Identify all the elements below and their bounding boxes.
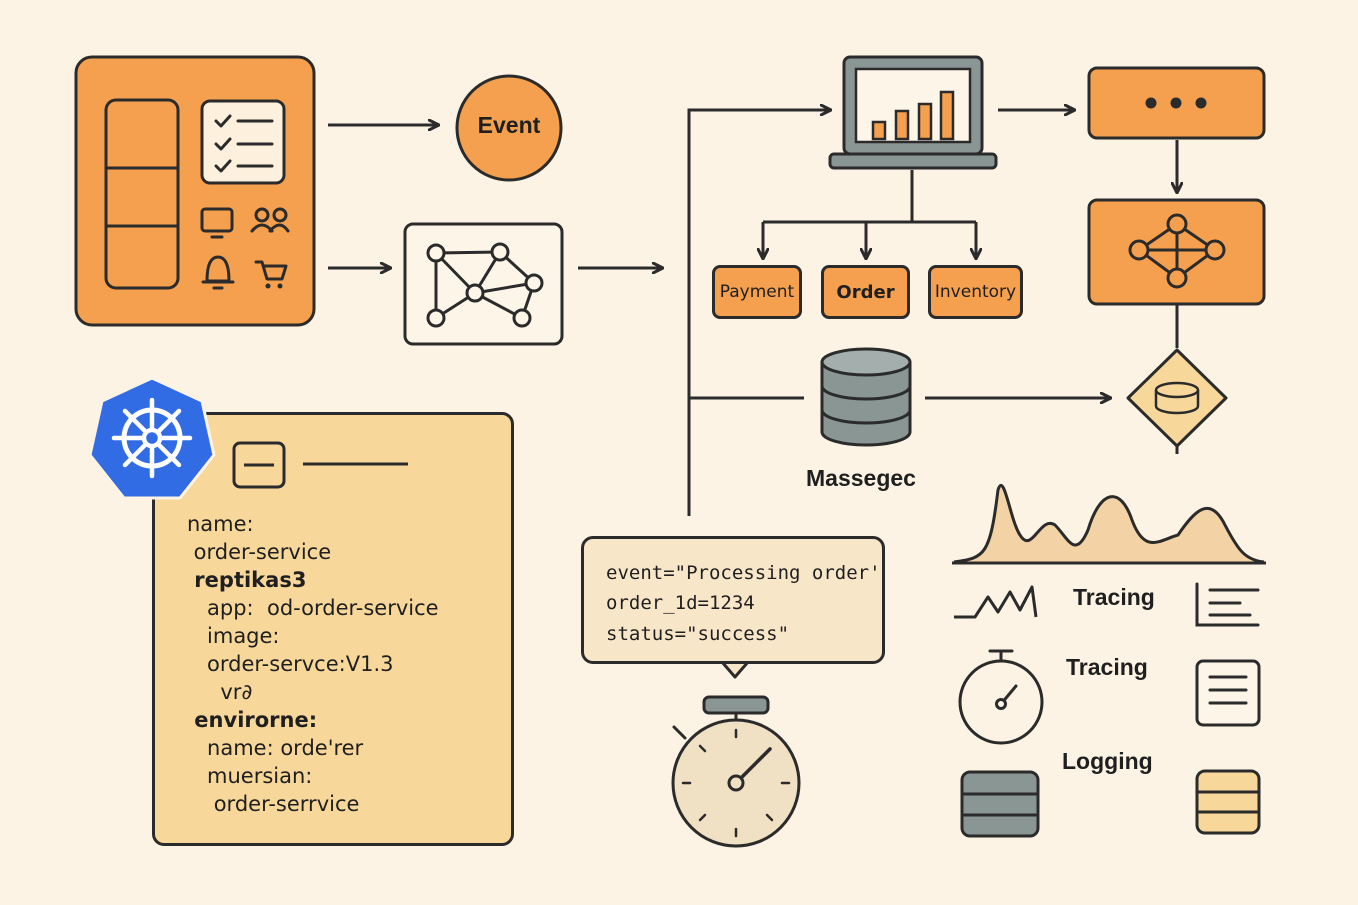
logging-label: Logging [1062, 748, 1153, 774]
metrics-area-chart [952, 484, 1266, 565]
payment-service-box: Payment [712, 265, 802, 319]
yaml-line: image: [187, 624, 280, 648]
order-service-label: Order [836, 281, 895, 303]
database-icon [820, 347, 912, 447]
kubernetes-manifest-card: name: order-service reptikas3 app: od-or… [152, 412, 514, 846]
yaml-line: order-serrvice [187, 792, 360, 816]
yaml-line: order-servce:V1.3 [187, 652, 394, 676]
order-service-box: Order [821, 265, 910, 319]
event-label: Event [477, 112, 541, 138]
yaml-line: app: od-order-service [187, 596, 439, 620]
database-label: Massegec [806, 465, 916, 491]
sparkline-icon [954, 585, 1038, 619]
tracing-label-secondary: Tracing [1066, 654, 1148, 680]
log-entry-bubble: event="Processing order' order_1d=1234 s… [581, 536, 885, 664]
log-bubble-tail [720, 661, 750, 679]
gateway-diamond-icon [1126, 348, 1228, 448]
checklist-icon [200, 99, 286, 185]
yaml-line: envirorne: [187, 708, 318, 732]
storage-gray-icon [960, 770, 1040, 838]
inventory-service-label: Inventory [934, 282, 1017, 302]
users-icon [250, 207, 290, 233]
bell-icon [201, 255, 235, 290]
yaml-line: reptikas3 [187, 568, 307, 592]
yaml-line: name: orde'rer [187, 736, 364, 760]
log-line: status="success" [606, 623, 790, 645]
yaml-line: muersian: [187, 764, 313, 788]
list-icon [1195, 582, 1260, 627]
bus-connector [687, 110, 830, 516]
network-graph-icon [403, 222, 564, 346]
tracing-label: Tracing [1073, 584, 1155, 610]
inventory-service-box: Inventory [928, 265, 1023, 319]
more-menu-box [1087, 66, 1266, 140]
cart-icon [254, 260, 288, 289]
service-fanout [763, 170, 976, 258]
event-node [455, 74, 563, 182]
log-line: order_1d=1234 [606, 592, 755, 614]
payment-service-label: Payment [719, 282, 795, 302]
document-icon [1195, 659, 1261, 727]
stopwatch-icon [671, 695, 801, 848]
laptop-dashboard-icon [828, 55, 998, 170]
yaml-line: name: [187, 512, 254, 536]
workflow-graph-box [1087, 198, 1266, 306]
stopwatch-small-icon [958, 649, 1044, 745]
yaml-line: vr∂ [187, 680, 253, 704]
log-line: event="Processing order' [606, 562, 881, 584]
storage-yellow-icon [1195, 769, 1261, 835]
monitor-icon [200, 207, 234, 239]
yaml-line: order-service [187, 540, 332, 564]
